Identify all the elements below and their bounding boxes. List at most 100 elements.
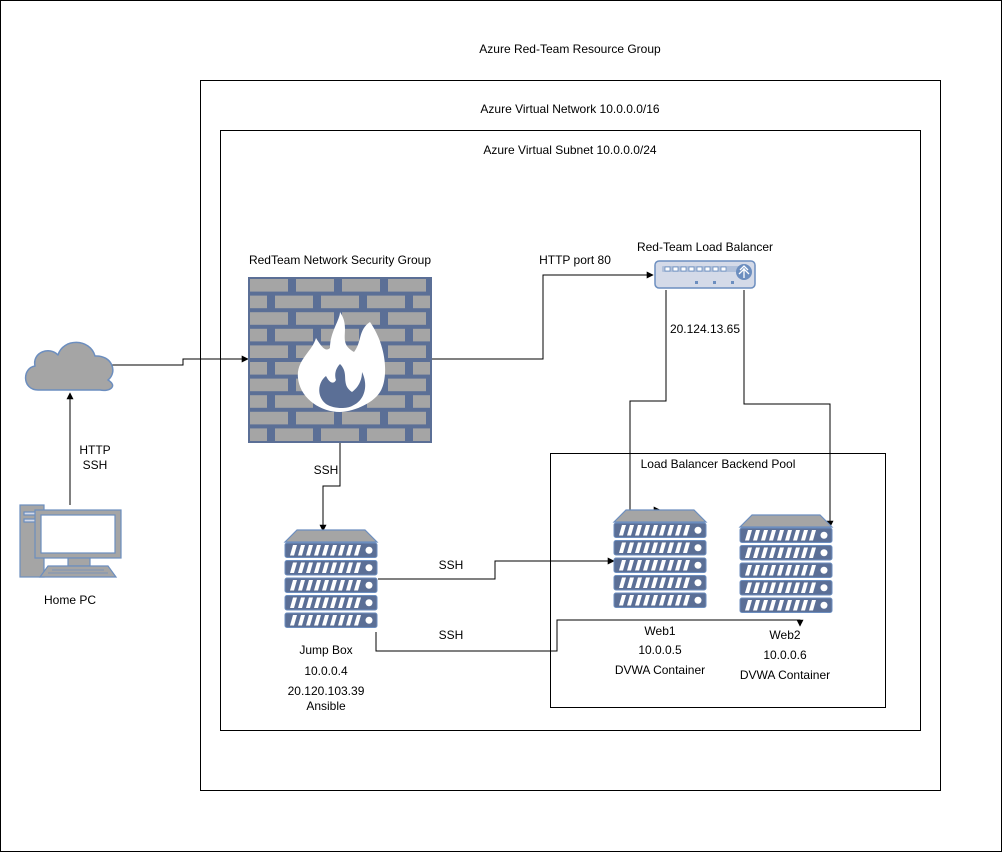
server-slot bbox=[745, 600, 752, 611]
server-slot bbox=[659, 595, 666, 606]
server-slot bbox=[354, 615, 361, 626]
edge-label-http: HTTP bbox=[79, 443, 111, 457]
server-slot bbox=[809, 547, 816, 558]
server-slot bbox=[314, 580, 321, 591]
firewall-brick bbox=[296, 279, 334, 292]
firewall-brick bbox=[388, 378, 426, 392]
server-slot bbox=[683, 542, 690, 553]
firewall-brick bbox=[321, 295, 359, 309]
server-slot bbox=[753, 600, 760, 611]
server-slot bbox=[338, 580, 345, 591]
firewall-brick bbox=[388, 345, 426, 358]
server-slot bbox=[809, 582, 816, 593]
edge-label-ssh-jump-web2: SSH bbox=[438, 628, 464, 642]
firewall-brick bbox=[296, 411, 334, 425]
edge-label-http-port-80: HTTP port 80 bbox=[539, 253, 611, 267]
cloud-icon bbox=[24, 341, 114, 392]
server-slot bbox=[801, 600, 808, 611]
firewall-brick bbox=[275, 395, 313, 408]
server-slot bbox=[769, 600, 776, 611]
server-slot bbox=[793, 565, 800, 576]
server-slot bbox=[322, 545, 329, 556]
server-slot bbox=[298, 597, 305, 608]
server-slot bbox=[354, 545, 361, 556]
server-led bbox=[365, 599, 373, 607]
server-slot bbox=[298, 562, 305, 573]
server-slot bbox=[314, 562, 321, 573]
edge-cloud-to-nsg bbox=[108, 355, 249, 366]
server-slot bbox=[777, 530, 784, 541]
server-slot bbox=[643, 542, 650, 553]
server-slot bbox=[801, 530, 808, 541]
edge-nsg-to-jump bbox=[319, 443, 341, 532]
server-slot bbox=[809, 530, 816, 541]
server-slot bbox=[761, 565, 768, 576]
server-slot bbox=[777, 600, 784, 611]
web2-server-icon bbox=[738, 514, 834, 613]
server-slot bbox=[314, 597, 321, 608]
server-slot bbox=[769, 582, 776, 593]
server-led bbox=[694, 579, 702, 587]
server-slot bbox=[322, 580, 329, 591]
server-top bbox=[283, 529, 379, 543]
server-led bbox=[694, 561, 702, 569]
server-slot bbox=[643, 577, 650, 588]
server-slot bbox=[619, 560, 626, 571]
server-slot bbox=[667, 577, 674, 588]
server-slot bbox=[619, 542, 626, 553]
server-slot bbox=[667, 595, 674, 606]
edge-jump-to-web2 bbox=[375, 619, 804, 652]
firewall-brick bbox=[367, 395, 405, 408]
firewall-brick bbox=[250, 395, 267, 408]
server-top bbox=[612, 509, 708, 523]
firewall-brick bbox=[250, 328, 267, 342]
firewall-brick bbox=[388, 411, 426, 425]
server-slot bbox=[290, 615, 297, 626]
firewall-brick bbox=[250, 378, 288, 392]
firewall-brick bbox=[413, 328, 430, 342]
edge-label-ssh-nsg-jump: SSH bbox=[313, 463, 339, 477]
server-led bbox=[365, 546, 373, 554]
server-slot bbox=[785, 530, 792, 541]
server-slot bbox=[651, 542, 658, 553]
server-slot bbox=[627, 577, 634, 588]
server-slot bbox=[354, 562, 361, 573]
server-led bbox=[365, 564, 373, 572]
server-slot bbox=[753, 565, 760, 576]
server-slot bbox=[330, 615, 337, 626]
server-slot bbox=[290, 580, 297, 591]
server-slot bbox=[314, 545, 321, 556]
server-slot bbox=[346, 597, 353, 608]
server-slot bbox=[785, 565, 792, 576]
server-slot bbox=[785, 547, 792, 558]
server-slot bbox=[659, 560, 666, 571]
server-slot bbox=[627, 542, 634, 553]
server-slot bbox=[667, 560, 674, 571]
firewall-brick bbox=[413, 395, 430, 408]
server-slot bbox=[793, 600, 800, 611]
server-slot bbox=[330, 580, 337, 591]
jump-box-ip: 10.0.0.4 bbox=[304, 664, 348, 678]
edge-nsg-to-lb bbox=[432, 271, 654, 360]
server-led bbox=[820, 601, 828, 609]
server-slot bbox=[306, 562, 313, 573]
subnet-frame bbox=[220, 130, 921, 731]
firewall-brick bbox=[275, 428, 313, 441]
server-slot bbox=[619, 577, 626, 588]
firewall-brick bbox=[388, 312, 426, 325]
firewall-brick bbox=[413, 428, 430, 441]
server-slot bbox=[675, 525, 682, 536]
server-slot bbox=[346, 545, 353, 556]
server-slot bbox=[338, 615, 345, 626]
server-slot bbox=[761, 582, 768, 593]
server-slot bbox=[306, 615, 313, 626]
server-slot bbox=[338, 545, 345, 556]
server-slot bbox=[761, 547, 768, 558]
load-balancer-ip: 20.124.13.65 bbox=[669, 322, 741, 336]
server-slot bbox=[298, 545, 305, 556]
server-slot bbox=[346, 580, 353, 591]
edge-label-ssh-jump-web1: SSH bbox=[438, 558, 464, 572]
server-slot bbox=[761, 530, 768, 541]
server-slot bbox=[675, 542, 682, 553]
